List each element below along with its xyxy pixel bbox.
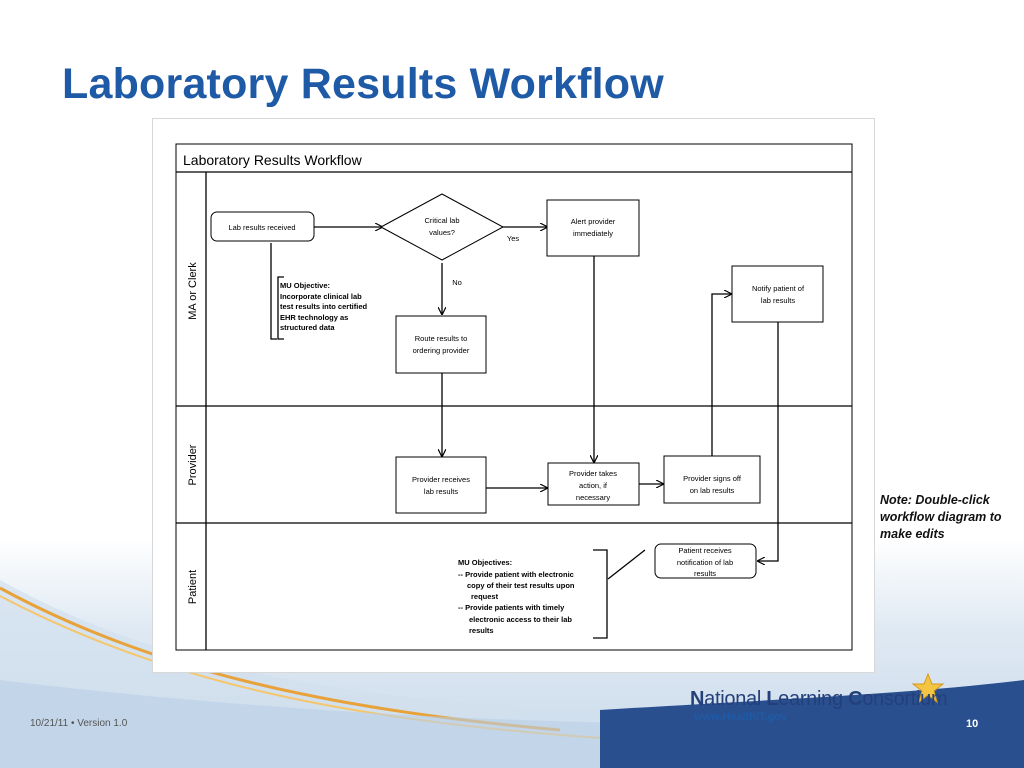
- node-label: Alert provider: [571, 217, 616, 226]
- lane-label-patient: Patient: [187, 570, 199, 604]
- healthit-url[interactable]: www.HealthIT.gov: [694, 711, 788, 723]
- annotation-line: results: [469, 626, 494, 635]
- node-label: Provider takes: [569, 469, 617, 478]
- node-label: Patient receives: [678, 546, 732, 555]
- star-icon: [912, 672, 944, 704]
- annotation-line: -- Provide patient with electronic: [458, 570, 574, 579]
- node-label: Route results to: [415, 334, 468, 343]
- edit-note: Note: Double-click workflow diagram to m…: [880, 493, 1002, 541]
- annotation-line: test results into certified: [280, 302, 368, 311]
- annotation-line: MU Objectives:: [458, 558, 512, 567]
- connectors: [270, 227, 779, 580]
- node-label: Notify patient of: [752, 284, 805, 293]
- annotation-line: Incorporate clinical lab: [280, 292, 362, 301]
- lane-label-ma-clerk: MA or Clerk: [187, 262, 199, 320]
- node-label: values?: [429, 228, 455, 237]
- workflow-diagram-svg: Laboratory Results Workflow MA or Clerk …: [175, 143, 853, 651]
- node-label: Critical lab: [424, 216, 459, 225]
- node-lab-results-received[interactable]: Lab results received: [210, 211, 315, 242]
- diagram-title: Laboratory Results Workflow: [183, 152, 363, 168]
- annotation-line: MU Objective:: [280, 281, 330, 290]
- annotation-line: copy of their test results upon: [467, 581, 575, 590]
- workflow-diagram[interactable]: Laboratory Results Workflow MA or Clerk …: [152, 118, 875, 673]
- node-route-results[interactable]: Route results to ordering provider: [395, 315, 487, 374]
- annotation-mu-objective[interactable]: MU Objective: Incorporate clinical lab t…: [277, 276, 368, 340]
- annotation-line: -- Provide patients with timely: [458, 603, 565, 612]
- node-label: lab results: [424, 487, 458, 496]
- node-label: Provider signs off: [683, 474, 742, 483]
- node-label: immediately: [573, 229, 613, 238]
- node-critical-values-decision[interactable]: Critical lab values?: [379, 193, 505, 261]
- node-patient-receives[interactable]: Patient receives notification of lab res…: [654, 543, 757, 579]
- annotation-line: structured data: [280, 323, 335, 332]
- node-label: Provider receives: [412, 475, 470, 484]
- node-label: Lab results received: [228, 223, 295, 232]
- node-provider-receives[interactable]: Provider receives lab results: [395, 456, 487, 514]
- edge-label-no: No: [452, 278, 462, 287]
- lane-label-provider: Provider: [187, 444, 199, 485]
- node-alert-provider[interactable]: Alert provider immediately: [546, 199, 640, 257]
- annotation-line: request: [471, 592, 499, 601]
- annotation-line: electronic access to their lab: [469, 615, 572, 624]
- node-label: lab results: [761, 296, 795, 305]
- page-number: 10: [966, 718, 979, 730]
- node-label: necessary: [576, 493, 610, 502]
- node-label: action, if: [579, 481, 608, 490]
- annotation-line: EHR technology as: [280, 313, 348, 322]
- footer-date-version: 10/21/11 • Version 1.0: [30, 718, 128, 729]
- node-label: results: [694, 569, 716, 578]
- national-learning-consortium-logo: National Learning Consortium: [690, 688, 948, 710]
- annotation-mu-objectives-patient[interactable]: MU Objectives: -- Provide patient with e…: [458, 549, 608, 639]
- edge-label-yes: Yes: [507, 234, 519, 243]
- node-label: on lab results: [690, 486, 735, 495]
- node-notify-patient[interactable]: Notify patient of lab results: [731, 265, 824, 323]
- background-swoosh: [0, 580, 1024, 768]
- node-provider-signs-off[interactable]: Provider signs off on lab results: [663, 455, 761, 504]
- node-label: ordering provider: [413, 346, 470, 355]
- node-provider-takes-action[interactable]: Provider takes action, if necessary: [547, 462, 640, 506]
- node-label: notification of lab: [677, 558, 733, 567]
- slide-title: Laboratory Results Workflow: [62, 60, 664, 108]
